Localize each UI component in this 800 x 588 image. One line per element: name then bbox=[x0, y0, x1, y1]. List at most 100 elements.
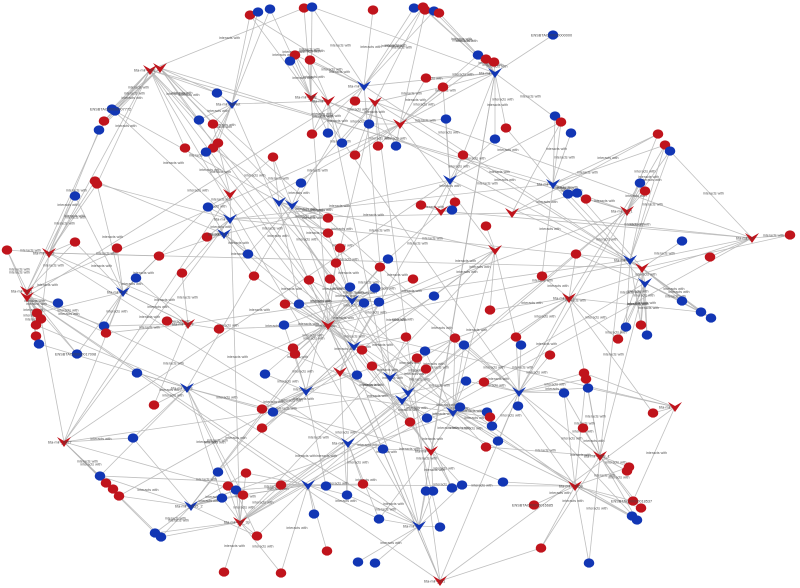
mirna-v-icon[interactable] bbox=[620, 206, 634, 216]
gene-node-up[interactable] bbox=[580, 194, 592, 204]
gene-node-up[interactable] bbox=[256, 404, 268, 414]
gene-node-up[interactable] bbox=[222, 481, 234, 491]
gene-node-up[interactable] bbox=[612, 334, 624, 344]
gene-node-down[interactable] bbox=[620, 322, 632, 332]
gene-node-down[interactable] bbox=[547, 30, 559, 40]
gene-node-up[interactable] bbox=[372, 141, 384, 151]
gene-node-down[interactable] bbox=[211, 88, 223, 98]
gene-node-down[interactable] bbox=[155, 532, 167, 542]
gene-node-down[interactable] bbox=[284, 56, 296, 66]
gene-node-down[interactable] bbox=[369, 283, 381, 293]
gene-node-up[interactable] bbox=[480, 54, 492, 64]
gene-node-down[interactable] bbox=[440, 114, 452, 124]
mirna-v-icon[interactable] bbox=[42, 248, 56, 258]
gene-node-up[interactable] bbox=[322, 228, 334, 238]
mirna-v-icon[interactable] bbox=[745, 233, 759, 243]
gene-node-up[interactable] bbox=[113, 491, 125, 501]
gene-node-up[interactable] bbox=[256, 423, 268, 433]
gene-node-down[interactable] bbox=[676, 296, 688, 306]
gene-node-up[interactable] bbox=[577, 423, 589, 433]
gene-node-down[interactable] bbox=[127, 433, 139, 443]
gene-node-up[interactable] bbox=[647, 408, 659, 418]
gene-node-up[interactable] bbox=[528, 500, 540, 510]
mirna-v-icon[interactable] bbox=[20, 286, 34, 296]
gene-node-up[interactable] bbox=[213, 324, 225, 334]
gene-node-up[interactable] bbox=[111, 243, 123, 253]
gene-node-down[interactable] bbox=[583, 558, 595, 568]
gene-node-down[interactable] bbox=[94, 471, 106, 481]
gene-node-up[interactable] bbox=[433, 8, 445, 18]
mirna-v-icon[interactable] bbox=[593, 451, 607, 461]
gene-node-down[interactable] bbox=[492, 436, 504, 446]
gene-node-up[interactable] bbox=[153, 251, 165, 261]
gene-node-up[interactable] bbox=[179, 143, 191, 153]
mirna-v-icon[interactable] bbox=[181, 319, 195, 329]
mirna-v-icon[interactable] bbox=[568, 481, 582, 491]
gene-node-down[interactable] bbox=[351, 370, 363, 380]
gene-node-down[interactable] bbox=[336, 138, 348, 148]
mirna-v-icon[interactable] bbox=[357, 81, 371, 91]
gene-node-up[interactable] bbox=[704, 252, 716, 262]
gene-node-up[interactable] bbox=[349, 150, 361, 160]
gene-node-down[interactable] bbox=[202, 202, 214, 212]
gene-node-up[interactable] bbox=[480, 221, 492, 231]
gene-node-up[interactable] bbox=[536, 271, 548, 281]
gene-node-up[interactable] bbox=[437, 82, 449, 92]
gene-node-down[interactable] bbox=[421, 413, 433, 423]
gene-node-up[interactable] bbox=[480, 442, 492, 452]
gene-node-up[interactable] bbox=[404, 417, 416, 427]
gene-node-up[interactable] bbox=[478, 377, 490, 387]
gene-node-up[interactable] bbox=[248, 271, 260, 281]
gene-node-up[interactable] bbox=[407, 274, 419, 284]
mirna-v-icon[interactable] bbox=[546, 179, 560, 189]
gene-node-down[interactable] bbox=[71, 349, 83, 359]
mirna-v-icon[interactable] bbox=[562, 293, 576, 303]
mirna-v-icon[interactable] bbox=[272, 197, 286, 207]
gene-node-down[interactable] bbox=[259, 369, 271, 379]
gene-node-down[interactable] bbox=[200, 147, 212, 157]
gene-node-up[interactable] bbox=[218, 567, 230, 577]
gene-node-down[interactable] bbox=[242, 249, 254, 259]
gene-node-down[interactable] bbox=[341, 490, 353, 500]
mirna-v-icon[interactable] bbox=[180, 383, 194, 393]
gene-node-down[interactable] bbox=[515, 340, 527, 350]
mirna-v-icon[interactable] bbox=[446, 407, 460, 417]
gene-node-down[interactable] bbox=[456, 480, 468, 490]
gene-node-up[interactable] bbox=[411, 353, 423, 363]
gene-node-up[interactable] bbox=[356, 345, 368, 355]
mirna-v-icon[interactable] bbox=[668, 402, 682, 412]
gene-node-up[interactable] bbox=[100, 478, 112, 488]
gene-node-down[interactable] bbox=[363, 119, 375, 129]
mirna-v-icon[interactable] bbox=[285, 200, 299, 210]
gene-node-up[interactable] bbox=[420, 364, 432, 374]
gene-node-down[interactable] bbox=[212, 467, 224, 477]
mirna-v-icon[interactable] bbox=[635, 263, 649, 273]
gene-node-up[interactable] bbox=[207, 119, 219, 129]
gene-node-up[interactable] bbox=[69, 237, 81, 247]
gene-node-down[interactable] bbox=[358, 298, 370, 308]
gene-node-up[interactable] bbox=[400, 332, 412, 342]
gene-node-down[interactable] bbox=[98, 321, 110, 331]
mirna-v-icon[interactable] bbox=[345, 295, 359, 305]
mirna-v-icon[interactable] bbox=[301, 480, 315, 490]
gene-node-up[interactable] bbox=[244, 10, 256, 20]
mirna-v-icon[interactable] bbox=[321, 320, 335, 330]
gene-node-down[interactable] bbox=[571, 188, 583, 198]
gene-node-down[interactable] bbox=[419, 346, 431, 356]
gene-node-up[interactable] bbox=[639, 186, 651, 196]
gene-node-up[interactable] bbox=[30, 331, 42, 341]
gene-node-up[interactable] bbox=[212, 138, 224, 148]
mirna-v-icon[interactable] bbox=[153, 63, 167, 73]
gene-node-down[interactable] bbox=[458, 340, 470, 350]
gene-node-down[interactable] bbox=[549, 111, 561, 121]
gene-node-up[interactable] bbox=[457, 150, 469, 160]
gene-node-up[interactable] bbox=[580, 374, 592, 384]
gene-node-up[interactable] bbox=[275, 480, 287, 490]
gene-node-down[interactable] bbox=[295, 178, 307, 188]
mirna-v-icon[interactable] bbox=[623, 255, 637, 265]
gene-node-down[interactable] bbox=[267, 407, 279, 417]
gene-node-down[interactable] bbox=[434, 522, 446, 532]
gene-node-up[interactable] bbox=[635, 320, 647, 330]
gene-node-up[interactable] bbox=[201, 232, 213, 242]
gene-node-down[interactable] bbox=[512, 401, 524, 411]
